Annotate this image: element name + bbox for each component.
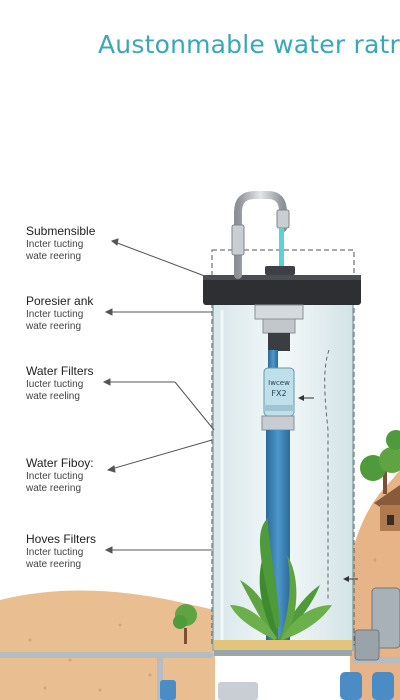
label-line2: wate reering (26, 251, 82, 262)
filter-label-line2: FX2 (271, 389, 286, 398)
tree-right-icon (360, 430, 400, 494)
label-water-flow: Water Fiboy: Incter tucting wate reering (26, 456, 118, 495)
filter-coupling (261, 415, 295, 431)
cap-fitting (265, 266, 295, 275)
label-line1: Incter tucting (26, 471, 84, 482)
label-line1: Incter tucting (26, 239, 84, 250)
label-line1: Iucter tucting (26, 379, 84, 390)
label-water-filters: Water Filters Iucter tucting wate reelin… (26, 364, 118, 403)
tank-sediment (214, 640, 352, 652)
house-icon (374, 485, 400, 531)
label-hoves-filters: Hoves Filters Incter tucting wate reerin… (26, 532, 118, 571)
label-pressure-tank: Poresier ank Incter tucting wate reering (26, 294, 118, 333)
label-line2: wate reeling (26, 391, 80, 402)
label-submersible: Submensible Incter tucting wate reering (26, 224, 118, 263)
outlet-gooseneck (234, 191, 287, 279)
label-heading: Water Filters (26, 364, 94, 378)
filter-label-line1: Iwcew (268, 379, 290, 387)
label-line1: Incter tucting (26, 547, 84, 558)
water-stream (279, 228, 284, 268)
tank-cap (203, 275, 361, 305)
pump-equipment-icon (160, 587, 400, 700)
label-heading: Water Fiboy: (26, 456, 94, 470)
plant-icon (230, 518, 332, 640)
label-heading: Submensible (26, 224, 96, 238)
filter-cartridge: Iwcew FX2 (263, 367, 295, 417)
label-line2: wate reering (26, 483, 82, 494)
pump-head-icon (254, 304, 304, 351)
label-line2: wate reering (26, 559, 82, 570)
label-heading: Poresier ank (26, 294, 94, 308)
label-heading: Hoves Filters (26, 532, 97, 546)
label-line2: wate reering (26, 321, 82, 332)
tree-left-icon (173, 604, 197, 644)
callout-lines (102, 238, 215, 554)
diagram-title: Austonmable water ratr (98, 30, 400, 59)
label-line1: Incter tucting (26, 309, 84, 320)
